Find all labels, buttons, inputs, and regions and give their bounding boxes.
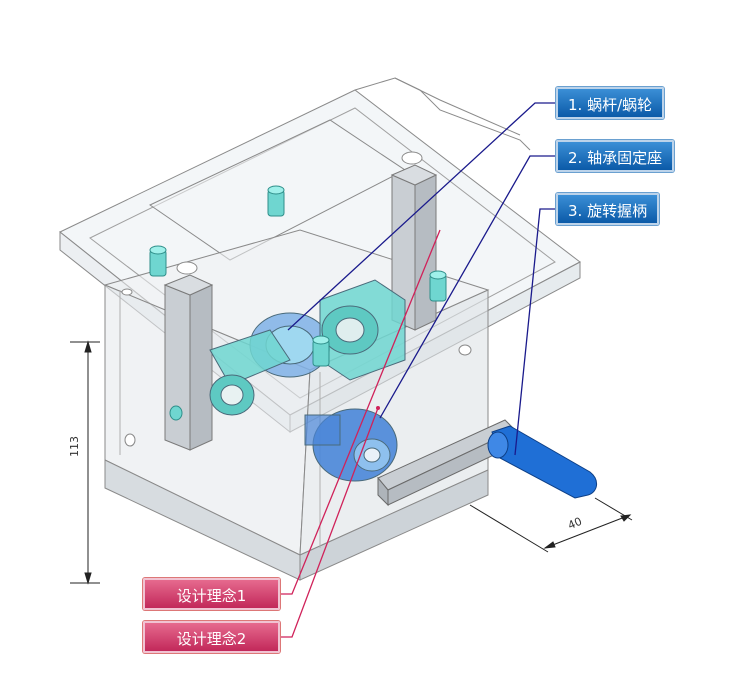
callout-bearing-seat: 2. 轴承固定座 xyxy=(556,140,675,172)
leader-dots xyxy=(376,406,380,410)
worm-gear-assembly xyxy=(209,279,406,482)
leader-lines-blue xyxy=(287,102,556,456)
callout-design-concept-2: 设计理念2 xyxy=(143,621,280,653)
mount-holes xyxy=(121,151,472,447)
guide-posts xyxy=(163,164,438,451)
dimension-lines xyxy=(70,340,633,585)
rotary-handle xyxy=(377,419,597,507)
callout-rotary-handle: 3. 旋转握柄 xyxy=(556,193,660,225)
callout-design-concept-1: 设计理念1 xyxy=(143,578,280,610)
callout-worm-gear: 1. 蜗杆/蜗轮 xyxy=(556,87,665,119)
leader-lines-pink xyxy=(280,229,441,638)
dimension-height-label: 113 xyxy=(68,436,81,457)
